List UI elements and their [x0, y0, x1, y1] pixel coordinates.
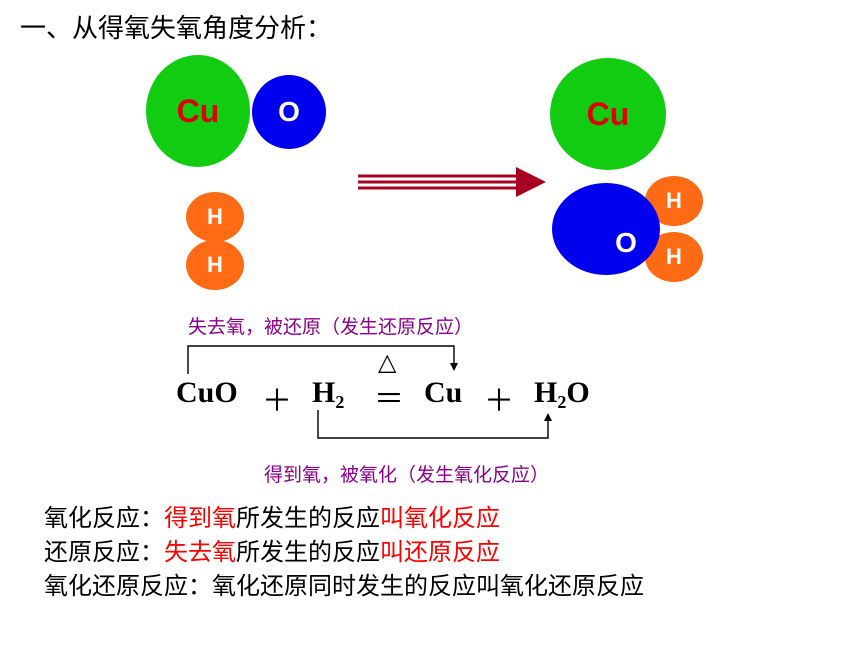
definition-redox: 氧化还原反应：氧化还原同时发生的反应叫氧化还原反应 [44, 572, 644, 600]
reactant-h-atom-bottom: H [186, 240, 244, 290]
equation-cu: Cu [424, 376, 463, 409]
product-h-label-top: H [666, 188, 682, 213]
reactant-h-label-top: H [207, 204, 223, 229]
product-o-label: O [615, 227, 637, 258]
equation-h2-subscript: 2 [335, 392, 345, 412]
equation-plus-1: ＋ [262, 385, 292, 418]
reactant-h-atom-top: H [186, 192, 244, 242]
product-o-atom: O [552, 183, 660, 275]
reactant-cu-atom: Cu [146, 55, 250, 167]
definition-oxidation-mid: 所发生的反应 [236, 504, 380, 532]
reaction-arrow-icon [358, 167, 546, 197]
definition-reduction: 还原反应：失去氧所发生的反应叫还原反应 [44, 532, 500, 567]
equation-h2: H2 [312, 376, 344, 413]
equation-h2o-subscript: 2 [557, 392, 567, 412]
reactant-h-label-bottom: H [207, 252, 223, 277]
definition-oxidation-key: 得到氧 [164, 504, 236, 532]
heat-symbol: △ [378, 348, 397, 376]
page-title: 一、从得氧失氧角度分析： [20, 14, 333, 44]
product-cu-atom: Cu [550, 58, 666, 170]
definition-oxidation-label: 氧化反应： [44, 504, 164, 532]
reactant-cu-label: Cu [176, 92, 220, 129]
definition-reduction-mid: 所发生的反应 [236, 538, 380, 566]
definition-oxidation: 氧化反应：得到氧所发生的反应叫氧化反应 [44, 498, 500, 533]
equation-h2o: H2O [534, 376, 590, 413]
reduction-note: 失去氧，被还原（发生还原反应） [188, 316, 474, 338]
product-h-label-bottom: H [666, 244, 682, 269]
oxidation-bracket [317, 410, 552, 439]
equation-cuo: CuO [176, 376, 238, 409]
equation-plus-2: ＋ [484, 385, 514, 418]
product-cu-label: Cu [586, 95, 630, 132]
reactant-o-label: O [278, 96, 300, 127]
equation-h2o-o: O [566, 376, 590, 409]
equation-h2o-h: H [534, 376, 558, 409]
equation-h2-symbol: H [312, 376, 336, 409]
reactant-o-atom: O [252, 75, 326, 149]
equation-equals: ＝ [374, 383, 404, 416]
definition-reduction-key: 失去氧 [164, 538, 236, 566]
definition-reduction-label: 还原反应： [44, 538, 164, 566]
oxidation-note: 得到氧，被氧化（发生氧化反应） [264, 464, 550, 486]
definition-oxidation-term: 叫氧化反应 [380, 504, 500, 532]
reduction-bracket [187, 345, 458, 374]
definition-reduction-term: 叫还原反应 [380, 538, 500, 566]
